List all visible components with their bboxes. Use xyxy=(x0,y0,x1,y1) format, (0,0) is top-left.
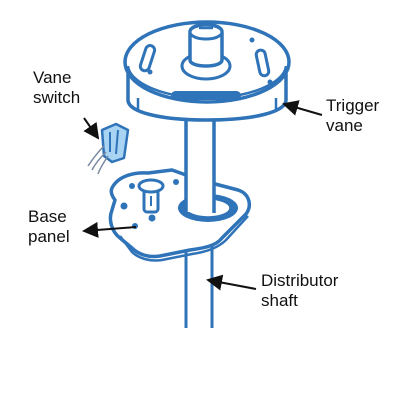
label-base-panel-line-1: Base xyxy=(28,207,67,226)
distributor-shaft-upper xyxy=(184,112,216,213)
label-distributor-shaft: Distributor shaft xyxy=(261,271,338,311)
vane-switch-arrow xyxy=(83,117,100,140)
label-distributor-shaft-line-2: shaft xyxy=(261,291,298,310)
label-distributor-shaft-line-1: Distributor xyxy=(261,271,339,290)
label-vane-switch-line-1: Vane xyxy=(33,68,72,87)
label-arrows xyxy=(82,100,323,291)
trigger-vane xyxy=(123,20,291,122)
label-base-panel-line-2: panel xyxy=(28,227,70,246)
label-trigger-vane-line-1: Trigger xyxy=(326,96,380,115)
label-trigger-vane: Trigger vane xyxy=(326,96,379,136)
vane-switch xyxy=(87,122,130,175)
base-panel xyxy=(108,168,252,262)
base-panel-arrow xyxy=(82,221,137,238)
trigger-vane-arrow xyxy=(282,100,323,116)
label-vane-switch-line-2: switch xyxy=(33,88,81,107)
distributor-shaft-arrow xyxy=(206,274,257,291)
label-vane-switch: Vane switch xyxy=(33,68,80,108)
label-trigger-vane-line-2: vane xyxy=(326,116,363,135)
label-base-panel: Base panel xyxy=(28,207,70,247)
